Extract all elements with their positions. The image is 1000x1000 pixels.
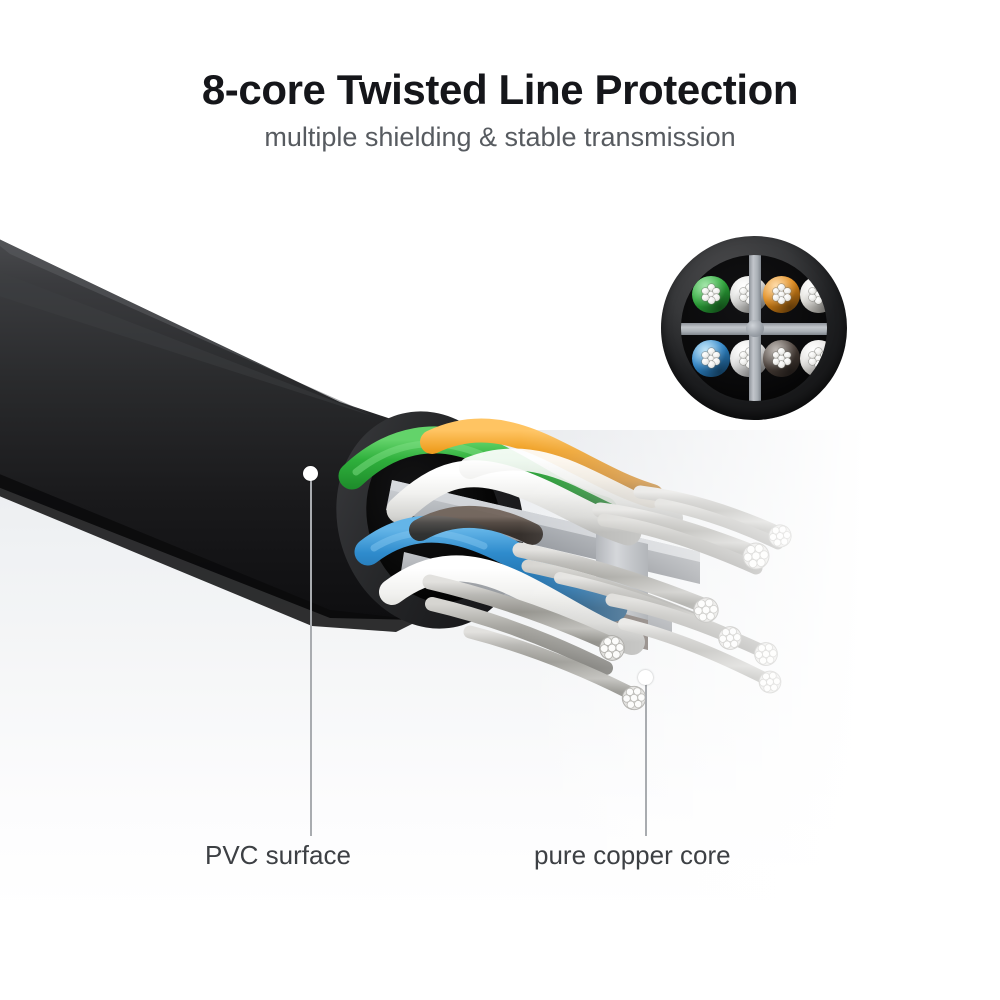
cross-section-interior: [680, 255, 828, 401]
strand-core: [701, 348, 721, 368]
strand-core: [771, 284, 791, 304]
cs-wire-brown: [762, 339, 801, 377]
cable-illustration: [0, 180, 1000, 780]
strand-core: [808, 284, 828, 304]
callout-line-pvc-surface: [310, 478, 312, 836]
callout-label-pure-copper-core: pure copper core: [534, 840, 731, 870]
callout-line-pure-copper-core: [645, 682, 647, 836]
strand-core: [808, 348, 828, 368]
page-title: 8-core Twisted Line Protection: [201, 66, 799, 113]
cs-spline-hub: [745, 319, 764, 338]
cable-cross-section: [661, 236, 847, 420]
cs-wire-white-brown: [799, 339, 828, 377]
cs-wire-blue: [692, 339, 730, 377]
callout-dot-pure-copper-core[interactable]: [638, 670, 653, 685]
wire-brown: [409, 505, 543, 545]
cs-wire-white-orange: [799, 275, 828, 313]
callout-dot-pvc-surface[interactable]: [303, 466, 318, 481]
strand-core: [771, 348, 791, 368]
cs-wire-orange: [762, 275, 801, 313]
page-subtitle: multiple shielding & stable transmission: [264, 122, 736, 152]
cs-wire-green: [692, 275, 730, 313]
callout-label-pvc-surface: PVC surface: [205, 840, 351, 870]
strand-core: [701, 284, 721, 304]
